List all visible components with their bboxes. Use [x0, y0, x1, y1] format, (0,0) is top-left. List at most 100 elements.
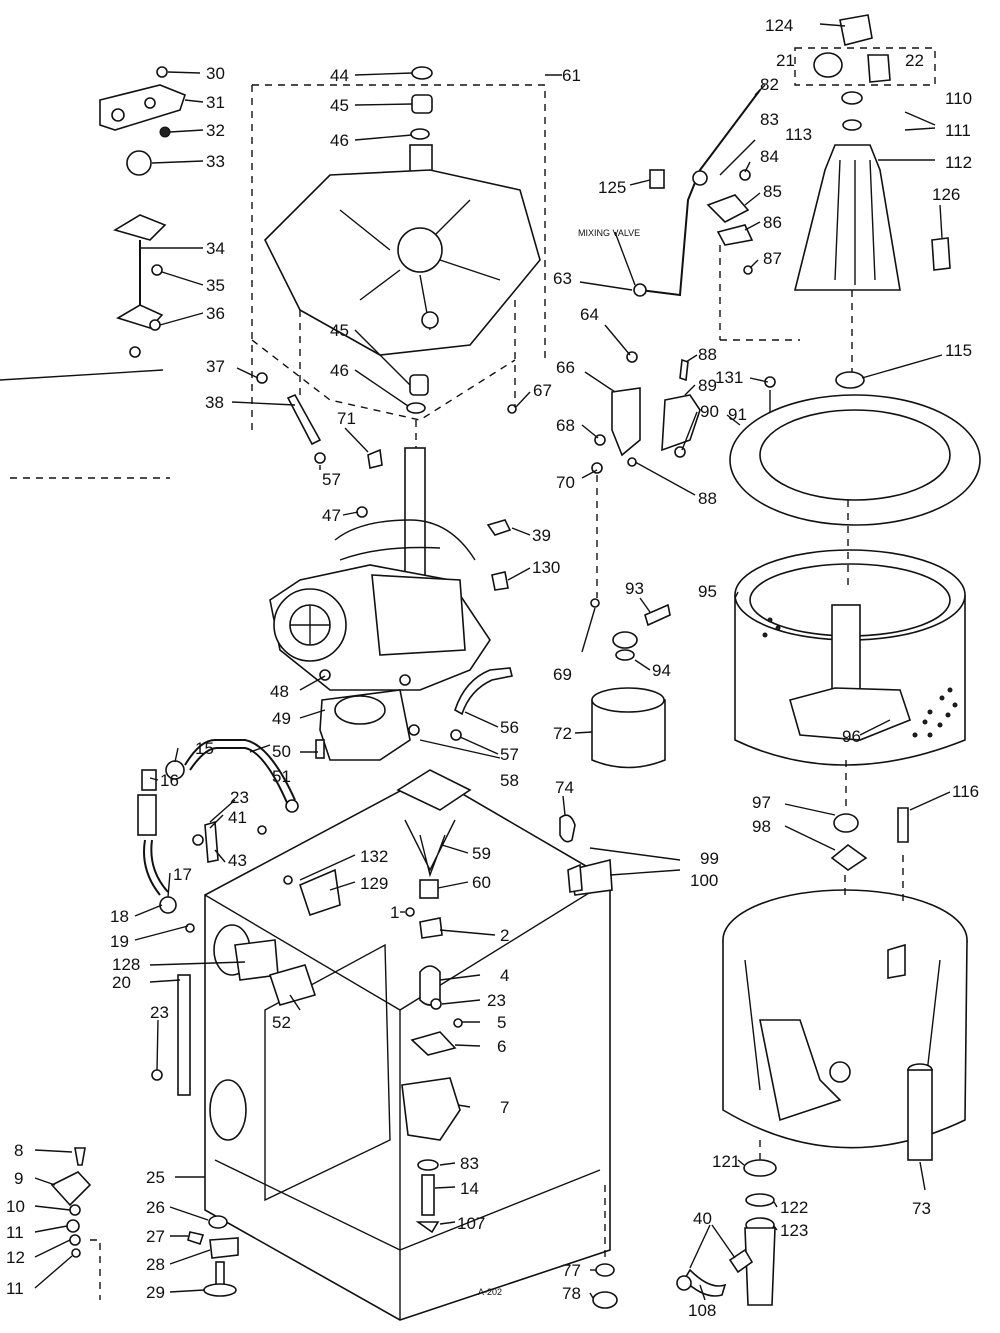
callout-14: 14 [460, 1179, 479, 1198]
callout-28: 28 [146, 1255, 165, 1274]
callout-110: 110 [945, 89, 972, 108]
callout-34: 34 [206, 239, 225, 258]
callout-61: 61 [562, 66, 581, 85]
callout-123: 123 [780, 1221, 808, 1240]
callout-27: 27 [146, 1227, 165, 1246]
callout-10: 10 [6, 1197, 25, 1216]
callout-5: 5 [497, 1013, 506, 1032]
callout-38: 38 [205, 393, 224, 412]
callout-64: 64 [580, 305, 599, 324]
linkage-parts [256, 372, 383, 518]
callout-40: 40 [693, 1209, 712, 1228]
callout-45-upper: 45 [330, 96, 349, 115]
drain-pump-parts [676, 1159, 777, 1306]
callout-11-upper: 11 [6, 1223, 24, 1242]
callout-56: 56 [500, 718, 519, 737]
callout-50: 50 [272, 742, 291, 761]
assembly-link [251, 339, 516, 421]
callout-17: 17 [173, 865, 192, 884]
callout-78: 78 [562, 1284, 581, 1303]
callout-18: 18 [110, 907, 129, 926]
callout-47: 47 [322, 506, 341, 525]
callout-66: 66 [556, 358, 575, 377]
callout-11-lower: 11 [6, 1279, 24, 1298]
callout-69: 69 [553, 665, 572, 684]
callout-131: 131 [715, 368, 743, 387]
callout-2: 2 [500, 926, 509, 945]
callout-63: 63 [553, 269, 572, 288]
callout-51: 51 [272, 767, 291, 786]
callout-23-left: 23 [150, 1003, 169, 1022]
callout-125: 125 [598, 178, 626, 197]
callout-57-lower: 57 [500, 745, 519, 764]
callout-33: 33 [206, 152, 225, 171]
callout-116: 116 [952, 782, 979, 801]
callout-16: 16 [160, 771, 179, 790]
callout-22: 22 [905, 51, 924, 70]
assembly-outline [252, 84, 546, 360]
callout-20: 20 [112, 973, 131, 992]
callout-111: 111 [945, 121, 971, 140]
callout-numbers: 124 21 22 110 111 113 112 126 82 83 84 8… [6, 16, 979, 1320]
callout-21: 21 [776, 51, 795, 70]
callout-93: 93 [625, 579, 644, 598]
callout-39: 39 [532, 526, 551, 545]
callout-4: 4 [500, 966, 509, 985]
callout-59: 59 [472, 844, 491, 863]
callout-70: 70 [556, 473, 575, 492]
callout-115: 115 [945, 341, 972, 360]
callout-108: 108 [688, 1301, 716, 1320]
callout-90: 90 [700, 402, 719, 421]
callout-44: 44 [330, 66, 349, 85]
callout-129: 129 [360, 874, 388, 893]
callout-82: 82 [760, 75, 779, 94]
callout-26: 26 [146, 1198, 165, 1217]
callout-71: 71 [337, 409, 356, 428]
drain-hose [907, 1063, 933, 1161]
callout-19: 19 [110, 932, 129, 951]
callout-45-lower: 45 [330, 321, 349, 340]
callout-124: 124 [765, 16, 793, 35]
callout-113: 113 [785, 125, 812, 144]
tub-cover [720, 339, 981, 526]
callout-52: 52 [272, 1013, 291, 1032]
hose-assembly [165, 739, 299, 813]
callout-1: 1 [390, 903, 399, 922]
callout-88-upper: 88 [698, 345, 717, 364]
callout-77: 77 [562, 1261, 581, 1280]
lid-switch-bracket-assembly [99, 66, 186, 358]
callout-84: 84 [760, 147, 779, 166]
callout-121: 121 [712, 1152, 740, 1171]
callout-31: 31 [206, 93, 225, 112]
callout-67: 67 [533, 381, 552, 400]
callout-49: 49 [272, 709, 291, 728]
callout-25: 25 [146, 1168, 165, 1187]
motor-assembly [315, 689, 411, 761]
callout-83-lower: 83 [460, 1154, 479, 1173]
callout-83: 83 [760, 110, 779, 129]
leader-line [0, 369, 164, 381]
callout-37: 37 [206, 357, 225, 376]
cabinet [204, 769, 613, 1321]
cabinet-internal-parts [283, 814, 583, 1234]
callout-36: 36 [206, 304, 225, 323]
callout-97: 97 [752, 793, 771, 812]
callout-35: 35 [206, 276, 225, 295]
callout-126: 126 [932, 185, 960, 204]
callout-74: 74 [555, 778, 574, 797]
mixing-valve-label: MIXING VALVE [578, 228, 640, 238]
callout-94: 94 [652, 661, 671, 680]
callout-43: 43 [228, 851, 247, 870]
callout-58: 58 [500, 771, 519, 790]
callout-130: 130 [532, 558, 560, 577]
callout-132: 132 [360, 847, 388, 866]
figure-code: A-202 [478, 1287, 502, 1297]
foot-parts [50, 1147, 101, 1300]
callout-73: 73 [912, 1199, 931, 1218]
callout-9: 9 [14, 1169, 23, 1188]
callout-48: 48 [270, 682, 289, 701]
agitator-assembly [793, 14, 951, 375]
callout-99: 99 [700, 849, 719, 868]
callout-88-lower: 88 [698, 489, 717, 508]
